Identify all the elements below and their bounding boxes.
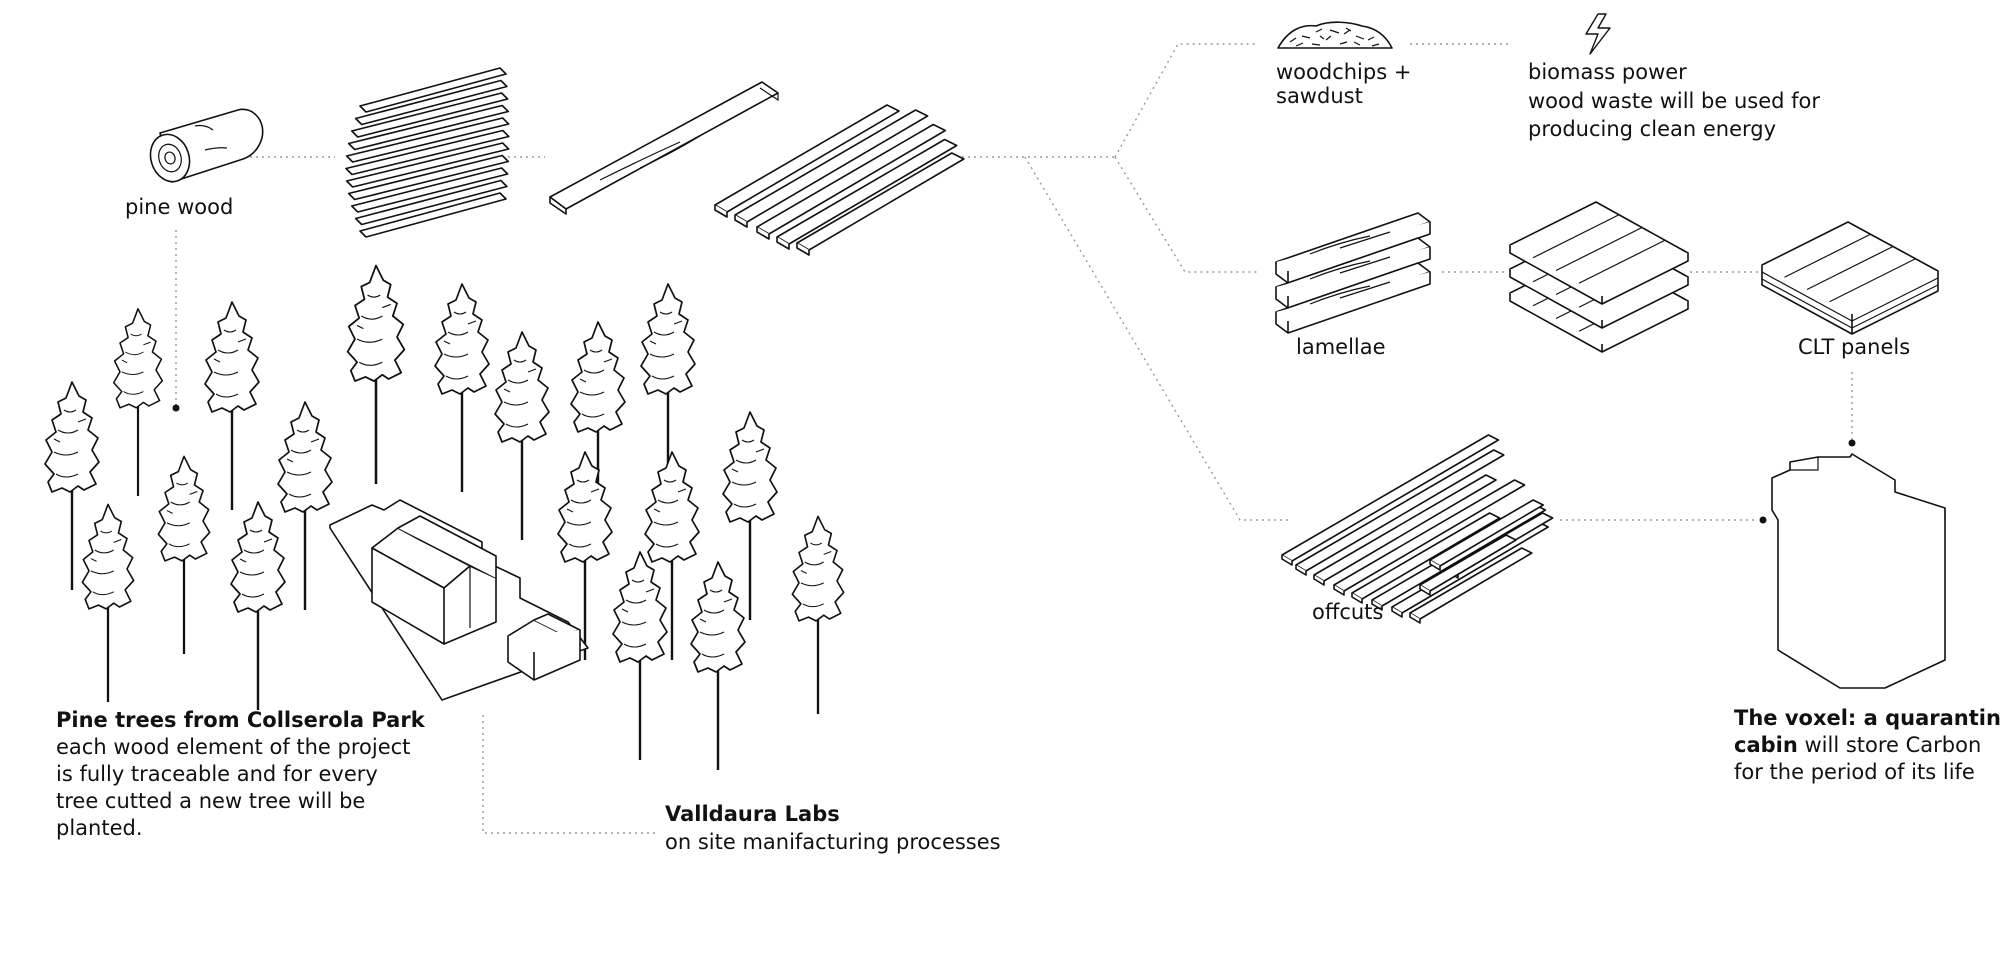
pine-trees-desc-line2: is fully traceable and for every xyxy=(56,762,378,786)
plank-slice xyxy=(345,117,510,163)
pine-tree-icon xyxy=(203,300,261,512)
pine-tree-icon xyxy=(229,500,287,712)
pine-wood-label: pine wood xyxy=(125,195,234,219)
woodchips-pile-icon xyxy=(1277,21,1393,49)
voxel-desc-line2: cabin will store Carbon xyxy=(1734,731,1981,760)
plank-slice xyxy=(359,192,507,238)
voxel-title-text: The voxel: a quarantine xyxy=(1734,706,2000,730)
lamella-grain xyxy=(1309,231,1391,255)
woodchips-label-line2: sawdust xyxy=(1276,84,1363,108)
clt-layer-seam xyxy=(1578,239,1666,284)
offcuts-label: offcuts xyxy=(1312,600,1384,624)
voxel-cabin-word: cabin xyxy=(1734,733,1798,757)
valldaura-building-icon xyxy=(329,499,589,701)
connector-dot-offcuts xyxy=(1759,516,1767,524)
pine-tree-icon xyxy=(611,550,669,762)
voxel-desc-line3: for the period of its life xyxy=(1734,760,1975,784)
pine-tree-icon xyxy=(346,264,406,486)
plank-slice xyxy=(350,167,509,213)
offcut-edge xyxy=(1409,613,1421,624)
pine-tree-icon xyxy=(791,515,845,716)
sawn-planks-icon xyxy=(345,67,510,238)
offcut-edge xyxy=(1281,555,1293,566)
clt-panel-seam xyxy=(1784,233,1871,278)
pine-tree-icon xyxy=(433,282,491,494)
biomass-desc-line1: wood waste will be used for xyxy=(1528,89,1821,113)
pine-tree-icon xyxy=(721,410,779,622)
pine-trees-title: Pine trees from Collserola Park xyxy=(56,706,425,735)
offcut-edge xyxy=(1333,585,1345,596)
offcut-edge xyxy=(1295,565,1307,576)
clt-layers-icon xyxy=(1509,201,1689,353)
log-icon xyxy=(149,108,264,183)
clt-panel-seam xyxy=(1829,258,1916,303)
biomass-desc-line2: producing clean energy xyxy=(1528,117,1777,141)
clt-panels-label: CLT panels xyxy=(1798,335,1911,359)
offcut-edge xyxy=(1351,593,1363,604)
lamella-grain xyxy=(1309,256,1391,280)
lamella-grain xyxy=(1309,281,1391,305)
offcuts-icon xyxy=(1281,434,1554,624)
lamella-side xyxy=(1275,272,1431,334)
clt-layer-side xyxy=(1509,245,1689,305)
plank-slice xyxy=(350,92,509,138)
pine-tree-icon xyxy=(112,307,164,498)
clt-panel-icon xyxy=(1761,221,1939,335)
lamellae-label: lamellae xyxy=(1296,335,1386,359)
voxel-desc-text: will store Carbon xyxy=(1797,733,1982,757)
pine-trees-title-text: Pine trees from Collserola Park xyxy=(56,708,425,732)
clt-panel-plies xyxy=(1761,271,1939,329)
plank-slice xyxy=(345,129,510,176)
offcut-edge xyxy=(1313,575,1325,586)
plank-slice xyxy=(354,179,508,226)
pine-tree-icon xyxy=(276,400,334,612)
board-edge xyxy=(714,205,728,218)
offcut-edge xyxy=(1371,600,1383,611)
pine-tree-icon xyxy=(689,560,747,772)
pine-trees-desc-line4: planted. xyxy=(56,816,143,840)
clt-panel-seam xyxy=(1806,245,1894,291)
plank-slice xyxy=(347,104,510,151)
pine-trees-desc-line1: each wood element of the project xyxy=(56,735,411,759)
voxel-title-line1: The voxel: a quarantine xyxy=(1734,704,2000,733)
plank-slice xyxy=(359,67,507,113)
clt-layer-seam xyxy=(1555,226,1643,272)
woodchips-label-line1: woodchips + xyxy=(1276,60,1412,84)
plank-slice xyxy=(345,142,510,188)
voxel-cabin-icon xyxy=(1771,453,1946,689)
connector-dot-clt xyxy=(1848,439,1856,447)
biomass-title: biomass power xyxy=(1528,60,1687,84)
plank-slice xyxy=(354,79,508,126)
lamellae-stack-icon xyxy=(1275,212,1431,334)
lightning-icon xyxy=(1585,13,1611,55)
pine-trees-desc-line3: tree cutted a new tree will be xyxy=(56,789,366,813)
valldaura-title-text: Valldaura Labs xyxy=(665,802,840,826)
connector-lines xyxy=(175,43,1853,834)
offcut-edge xyxy=(1429,560,1441,571)
board-edge xyxy=(776,237,790,250)
pine-tree-icon xyxy=(157,455,211,656)
clt-layer-seam xyxy=(1532,214,1620,259)
board-stack-icon xyxy=(714,104,965,256)
offcut-edge xyxy=(1419,585,1431,596)
single-board-icon xyxy=(549,81,779,215)
valldaura-subtitle: on site manifacturing processes xyxy=(665,830,1001,854)
board-edge xyxy=(734,215,748,228)
plank-slice xyxy=(347,154,510,201)
clt-panel-side xyxy=(1761,265,1939,335)
valldaura-title: Valldaura Labs xyxy=(665,800,840,829)
board-edge xyxy=(756,227,770,240)
offcut-edge xyxy=(1391,607,1403,618)
pine-tree-icon xyxy=(81,503,135,704)
pine-tree-icon xyxy=(493,330,551,542)
connector-dot-trees xyxy=(172,404,180,412)
board-edge xyxy=(796,243,810,256)
